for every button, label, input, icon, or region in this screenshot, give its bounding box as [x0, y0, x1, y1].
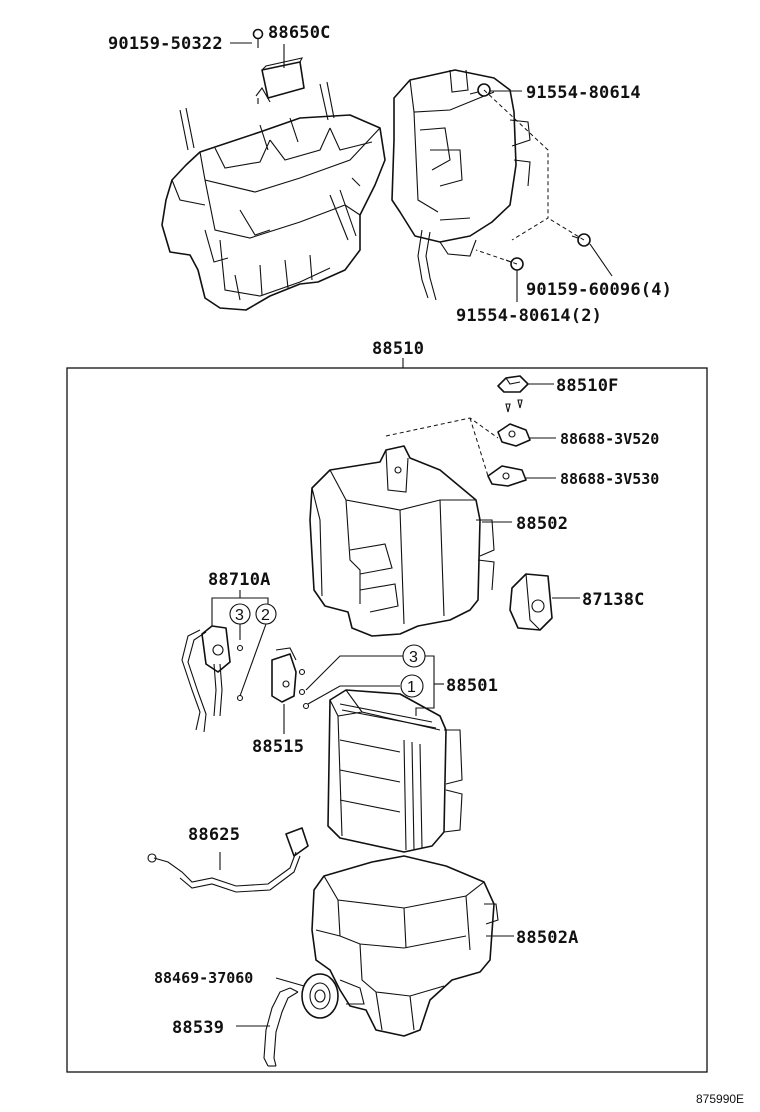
lower-case-88502A-drawing: [311, 855, 499, 1037]
callout-3-upper-label: 3: [235, 607, 244, 624]
label-88688-3V530: 88688-3V530: [560, 470, 659, 488]
label-87138C: 87138C: [582, 590, 645, 610]
screw-90159-50322-drawing: [252, 28, 264, 48]
small-screws-drawing: [505, 399, 523, 413]
label-88688-3V520: 88688-3V520: [560, 430, 659, 448]
relay-part-drawing: [255, 57, 305, 104]
assembly-88510-frame: [66, 367, 708, 1073]
label-88510F: 88510F: [556, 376, 619, 396]
screw-91554-80614-lower-drawing: [505, 257, 524, 271]
screw-90159-60096-drawing: [571, 233, 591, 247]
thermistor-88625-drawing: [147, 827, 309, 893]
label-88650C: 88650C: [268, 23, 331, 43]
label-88502A: 88502A: [516, 928, 579, 948]
callout-3-lower-label: 3: [409, 649, 418, 666]
callout-1: [400, 674, 424, 698]
pipe-88710A-drawing: [181, 625, 244, 733]
label-88501: 88501: [446, 676, 498, 696]
cooling-unit-assembly-drawing: [161, 81, 386, 311]
label-88710A: 88710A: [208, 570, 271, 590]
label-88469-37060: 88469-37060: [154, 969, 253, 987]
grommet-88469-37060-drawing: [301, 973, 339, 1019]
bracket-88688-3V520-drawing: [497, 423, 531, 447]
label-88539: 88539: [172, 1018, 224, 1038]
drain-hose-88539-drawing: [263, 987, 299, 1067]
label-88515: 88515: [252, 737, 304, 757]
label-88510: 88510: [372, 339, 424, 359]
evaporator-housing-top-drawing: [391, 69, 531, 301]
label-90159-50322: 90159-50322: [108, 34, 223, 54]
drawing-reference-code: 875990E: [696, 1092, 744, 1106]
expansion-valve-88515-drawing: [271, 647, 306, 703]
connector-88510F-drawing: [497, 375, 529, 393]
label-91554-80614-2: 91554-80614(2): [456, 306, 602, 326]
evaporator-core-88501-drawing: [327, 689, 463, 853]
label-88625: 88625: [188, 825, 240, 845]
label-90159-60096: 90159-60096(4): [526, 280, 672, 300]
sensor-87138C-drawing: [509, 573, 553, 631]
callout-1-label: 1: [407, 679, 416, 696]
callout-2-label: 2: [261, 607, 270, 624]
label-91554-80614: 91554-80614: [526, 83, 641, 103]
label-88502: 88502: [516, 514, 568, 534]
bracket-88688-3V530-drawing: [487, 465, 527, 487]
upper-case-88502-drawing: [309, 445, 495, 637]
